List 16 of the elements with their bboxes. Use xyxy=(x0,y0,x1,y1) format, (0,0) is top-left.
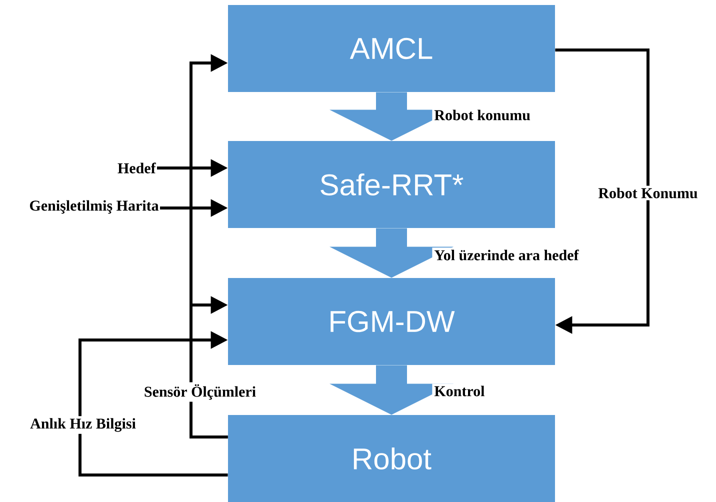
process-box: Robot xyxy=(228,415,555,502)
edge-label: Robot konumu xyxy=(432,108,532,122)
arrow xyxy=(555,48,650,334)
edge-label: Robot Konumu xyxy=(596,186,700,200)
process-box: Safe-RRT* xyxy=(228,141,555,228)
edge-label: Yol üzerinde ara hedef xyxy=(432,248,581,262)
block-arrow xyxy=(330,228,454,278)
process-box: AMCL xyxy=(228,5,555,92)
process-box: FGM-DW xyxy=(228,278,555,365)
edge-label: Kontrol xyxy=(432,384,487,398)
arrow xyxy=(78,331,228,476)
edge-label: Sensör Ölçümleri xyxy=(142,382,258,402)
edge-label: Anlık Hız Bilgisi xyxy=(28,416,138,434)
input-label: Genişletilmiş Harita xyxy=(30,200,159,214)
input-label: Hedef xyxy=(118,162,156,174)
arrow xyxy=(190,296,228,438)
